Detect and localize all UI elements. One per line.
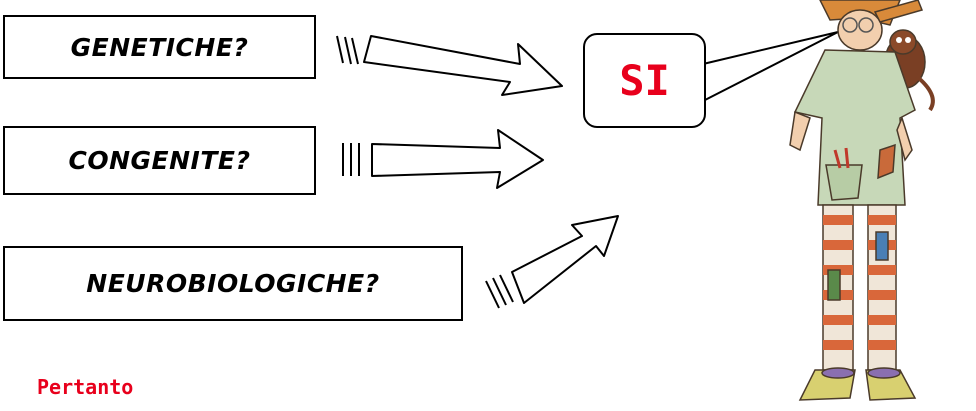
arrow-neurobiologiche-icon	[486, 216, 618, 308]
footer-text: Pertanto	[37, 375, 133, 399]
congenite-box: CONGENITE?	[3, 126, 316, 195]
neurobiologiche-box: NEUROBIOLOGICHE?	[3, 246, 463, 321]
genetiche-box: GENETICHE?	[3, 15, 316, 79]
congenite-label: CONGENITE?	[69, 146, 251, 175]
arrow-congenite-icon	[343, 130, 543, 188]
neurobiologiche-label: NEUROBIOLOGICHE?	[86, 269, 379, 298]
answer-text: SI	[619, 56, 670, 105]
genetiche-label: GENETICHE?	[71, 33, 249, 62]
arrow-genetiche-icon	[337, 36, 562, 95]
speech-bubble: SI	[583, 33, 706, 128]
character-illustration-icon	[790, 0, 933, 400]
